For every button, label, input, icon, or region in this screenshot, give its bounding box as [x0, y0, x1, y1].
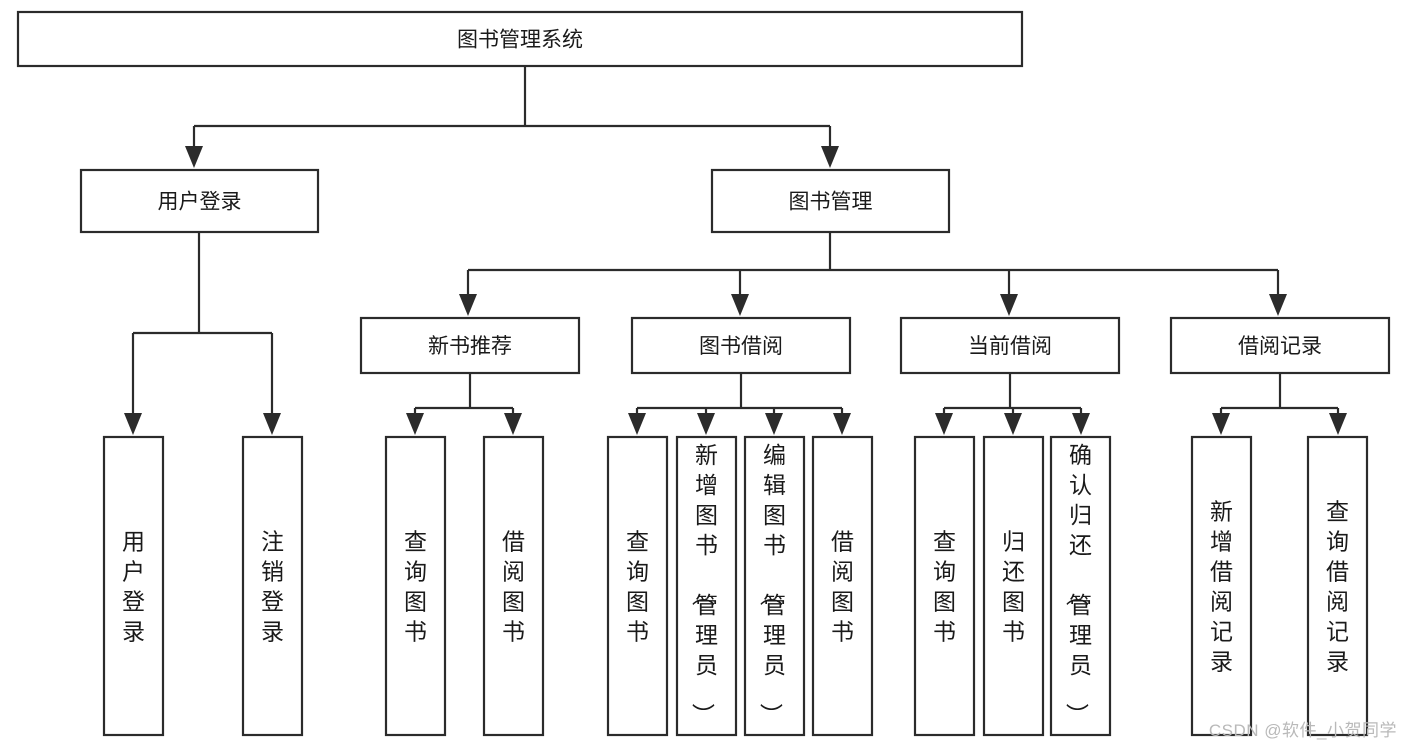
node-label-leaf-query-record: 查询借阅记录 [1326, 498, 1349, 674]
node-box-leaf-query-book-3[interactable] [913, 435, 976, 737]
node-box-current-borrow[interactable] [899, 316, 1121, 375]
new-book-recommend-arrow-0-head [406, 413, 424, 435]
node-leaf-query-book-3[interactable]: 查询图书 [913, 435, 976, 737]
node-leaf-query-book-1[interactable]: 查询图书 [384, 435, 447, 737]
book-manage-arrow-2-head [1000, 294, 1018, 316]
node-root[interactable]: 图书管理系统 [16, 10, 1024, 68]
node-box-leaf-logout[interactable] [241, 435, 304, 737]
node-leaf-user-login[interactable]: 用户登录 [102, 435, 165, 737]
book-borrow-arrow-2-head [765, 413, 783, 435]
node-new-book-recommend[interactable]: 新书推荐 [359, 316, 581, 375]
book-borrow-arrow-0-head [628, 413, 646, 435]
book-manage-arrow-1-head [731, 294, 749, 316]
node-label-leaf-query-book-1: 查询图书 [404, 528, 427, 644]
node-box-leaf-add-book[interactable] [675, 435, 738, 737]
node-box-book-borrow[interactable] [630, 316, 852, 375]
node-box-new-book-recommend[interactable] [359, 316, 581, 375]
node-label-leaf-query-book-2: 查询图书 [626, 528, 649, 644]
node-box-leaf-user-login[interactable] [102, 435, 165, 737]
node-box-user-login[interactable] [79, 168, 320, 234]
node-box-leaf-confirm-return[interactable] [1049, 435, 1112, 737]
node-label-root: 图书管理系统 [457, 29, 583, 52]
book-borrow-arrow-3-head [833, 413, 851, 435]
node-leaf-return-book[interactable]: 归还图书 [982, 435, 1045, 737]
node-label-leaf-return-book: 归还图书 [1002, 528, 1025, 644]
node-label-leaf-query-book-3: 查询图书 [933, 528, 956, 644]
borrow-record-arrow-0-head [1212, 413, 1230, 435]
user-login-arrow-1-head [263, 413, 281, 435]
node-box-leaf-borrow-book-2[interactable] [811, 435, 874, 737]
node-boxes-group: 图书管理系统用户登录图书管理新书推荐图书借阅当前借阅借阅记录用户登录注销登录查询… [16, 10, 1391, 737]
node-leaf-edit-book[interactable]: 编辑图书（管理员） [743, 435, 806, 737]
node-leaf-add-book[interactable]: 新增图书（管理员） [675, 435, 738, 737]
node-label-leaf-add-record: 新增借阅记录 [1210, 498, 1233, 674]
node-label-leaf-confirm-return: 确认归还（管理员） [1064, 442, 1092, 726]
node-box-leaf-query-book-2[interactable] [606, 435, 669, 737]
node-box-leaf-return-book[interactable] [982, 435, 1045, 737]
node-label-leaf-user-login: 用户登录 [122, 528, 145, 644]
node-borrow-record[interactable]: 借阅记录 [1169, 316, 1391, 375]
node-box-leaf-edit-book[interactable] [743, 435, 806, 737]
borrow-record-arrow-1-head [1329, 413, 1347, 435]
node-label-leaf-logout: 注销登录 [261, 528, 284, 644]
node-leaf-query-record[interactable]: 查询借阅记录 [1306, 435, 1369, 737]
node-label-book-manage: 图书管理 [789, 191, 873, 214]
node-label-leaf-borrow-book-1: 借阅图书 [502, 528, 525, 644]
node-leaf-borrow-book-2[interactable]: 借阅图书 [811, 435, 874, 737]
node-label-leaf-edit-book: 编辑图书（管理员） [758, 442, 786, 726]
book-manage-arrow-0-head [459, 294, 477, 316]
node-user-login[interactable]: 用户登录 [79, 168, 320, 234]
node-label-borrow-record: 借阅记录 [1238, 335, 1322, 358]
node-leaf-confirm-return[interactable]: 确认归还（管理员） [1049, 435, 1112, 737]
node-label-book-borrow: 图书借阅 [699, 335, 783, 358]
book-borrow-arrow-1-head [697, 413, 715, 435]
node-leaf-add-record[interactable]: 新增借阅记录 [1190, 435, 1253, 737]
node-leaf-query-book-2[interactable]: 查询图书 [606, 435, 669, 737]
node-box-leaf-query-record[interactable] [1306, 435, 1369, 737]
node-box-leaf-borrow-book-1[interactable] [482, 435, 545, 737]
book-manage-arrow-3-head [1269, 294, 1287, 316]
current-borrow-arrow-1-head [1004, 413, 1022, 435]
node-label-new-book-recommend: 新书推荐 [428, 335, 512, 358]
connector-lines-group [124, 66, 1347, 435]
node-box-borrow-record[interactable] [1169, 316, 1391, 375]
node-label-user-login: 用户登录 [158, 191, 242, 214]
node-current-borrow[interactable]: 当前借阅 [899, 316, 1121, 375]
node-box-leaf-query-book-1[interactable] [384, 435, 447, 737]
node-leaf-logout[interactable]: 注销登录 [241, 435, 304, 737]
user-login-arrow-0-head [124, 413, 142, 435]
current-borrow-arrow-0-head [935, 413, 953, 435]
node-box-root[interactable] [16, 10, 1024, 68]
node-book-manage[interactable]: 图书管理 [710, 168, 951, 234]
node-book-borrow[interactable]: 图书借阅 [630, 316, 852, 375]
node-leaf-borrow-book-1[interactable]: 借阅图书 [482, 435, 545, 737]
new-book-recommend-arrow-1-head [504, 413, 522, 435]
root-arrow-0-head [185, 146, 203, 168]
node-box-leaf-add-record[interactable] [1190, 435, 1253, 737]
node-box-book-manage[interactable] [710, 168, 951, 234]
node-label-leaf-borrow-book-2: 借阅图书 [831, 528, 854, 644]
root-arrow-1-head [821, 146, 839, 168]
node-label-leaf-add-book: 新增图书（管理员） [690, 442, 718, 726]
node-label-current-borrow: 当前借阅 [968, 335, 1052, 358]
current-borrow-arrow-2-head [1072, 413, 1090, 435]
